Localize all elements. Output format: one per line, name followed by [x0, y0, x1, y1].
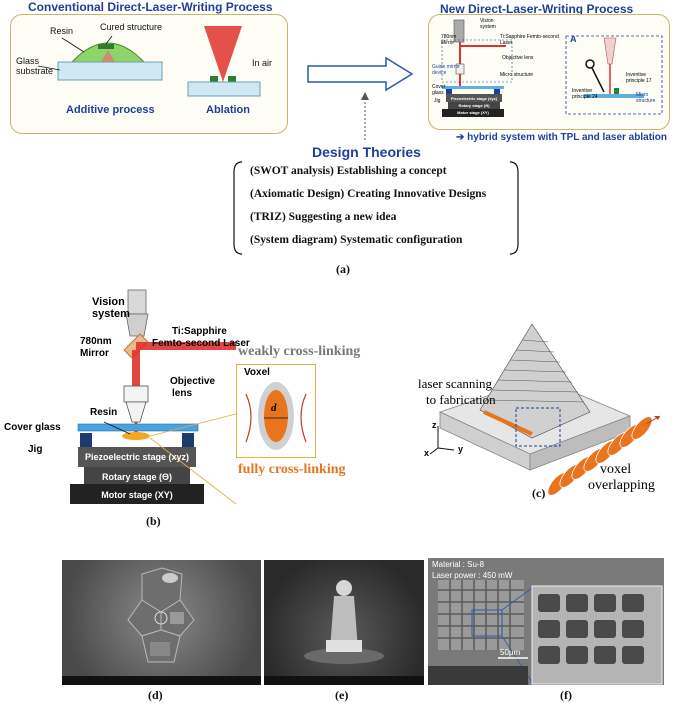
mirror-label-1: 780nm — [80, 336, 112, 347]
sem-d-drawing — [62, 567, 261, 685]
voxel-d-label: d — [271, 402, 277, 414]
laser-beam-vertical — [132, 350, 140, 386]
voxel-drawing — [245, 382, 307, 450]
new-process-title: New Direct-Laser-Writing Process — [440, 2, 634, 16]
mini-rotary-label: Rotary stage (Θ) — [458, 103, 490, 108]
theory-connector — [361, 92, 369, 140]
mini-motor-label: Motor stage (XY) — [457, 110, 489, 115]
conventional-process-diagram — [37, 26, 261, 97]
laser-label-1: Ti:Sapphire — [172, 326, 227, 337]
motor-label: Motor stage (XY) — [101, 490, 173, 500]
cover-glass — [77, 423, 199, 432]
caption-c: (c) — [532, 486, 546, 500]
sem-image-f — [428, 558, 664, 685]
voxel-label: Voxel — [244, 367, 270, 378]
glass-label-2: substrate — [16, 66, 54, 76]
objective-label-1: Objective — [170, 376, 216, 387]
voxel-overlap-label-1: voxel — [600, 462, 632, 477]
caption-e: (e) — [335, 688, 349, 702]
resin-label: Resin — [50, 26, 74, 36]
voxel-overlap-label-2: overlapping — [588, 478, 655, 493]
objective-label-2: lens — [172, 388, 193, 399]
fully-crosslinking-label: fully cross-linking — [238, 462, 346, 477]
resin-drop — [122, 432, 150, 440]
axis-z-label: z — [432, 420, 437, 430]
laser-cone-ablation — [204, 26, 242, 82]
voxel-core — [264, 390, 288, 442]
mini-jig-label: Jig — [434, 98, 441, 104]
scan-line — [483, 410, 533, 436]
mirror-label-2: Mirror — [80, 348, 109, 359]
scan-label-2: to fabrication — [426, 392, 496, 407]
jig-right — [182, 433, 194, 447]
mini-inventive17-label: Inventive principle 17 — [626, 72, 652, 84]
caption-a: (a) — [336, 262, 350, 276]
laser-power-label: Laser power : 450 mW — [432, 571, 513, 580]
piezo-stage — [78, 447, 196, 467]
vision-label-2: system — [92, 308, 130, 320]
mini-micro-inset-label: Micro structure — [636, 92, 656, 104]
ablation-label: Ablation — [206, 104, 250, 116]
hybrid-note: ➔ hybrid system with TPL and laser ablat… — [456, 132, 668, 143]
axis-x-label: x — [424, 448, 430, 458]
scale-bar-label: 50μm — [500, 648, 521, 657]
glass-substrate — [57, 61, 163, 81]
mini-guide-label: Guide mirror device — [432, 64, 460, 76]
sem-image-e — [264, 560, 424, 685]
mini-mirror-label: 780nm Mirror — [441, 34, 457, 46]
mini-vision-label: Vision system — [480, 18, 496, 30]
additive-process-label: Additive process — [66, 104, 155, 116]
caption-d: (d) — [148, 688, 163, 702]
theory-triz: (TRIZ) Suggesting a new idea — [250, 211, 397, 223]
pyramid-diagram — [429, 323, 661, 496]
conventional-process-title: Conventional Direct-Laser-Writing Proces… — [28, 0, 273, 14]
design-theories-title: Design Theories — [312, 144, 421, 160]
glass-label-1: Glass — [16, 56, 40, 66]
piezo-label: Piezoelectric stage (xyz) — [84, 452, 190, 462]
sem-e-drawing — [264, 580, 424, 685]
mini-piezo-label: Piezoelectric stage (xyz) — [450, 96, 498, 101]
theory-system-diagram: (System diagram) Systematic configuratio… — [250, 234, 463, 246]
cured-structure-label: Cured structure — [100, 22, 163, 32]
mini-inventive24-label: Inventive principle 24 — [572, 88, 598, 100]
jig-label: Jig — [28, 444, 43, 455]
theory-axiomatic: (Axiomatic Design) Creating Innovative D… — [250, 188, 487, 200]
laser-label-2: Femto-second Laser — [152, 338, 250, 349]
mini-objective-label: Objective lens — [502, 55, 534, 61]
rotary-stage — [84, 467, 190, 484]
caption-f: (f) — [560, 688, 572, 702]
motor-stage — [70, 484, 204, 504]
voxel-chain — [547, 416, 653, 496]
objective-lens — [123, 385, 149, 403]
material-label: Material : Su-8 — [432, 560, 485, 569]
caption-b: (b) — [146, 514, 161, 528]
axis-y-label: y — [458, 444, 464, 454]
system-diagram — [70, 289, 237, 505]
new-process-diagram — [441, 19, 663, 117]
vision-label-1: Vision — [92, 296, 125, 308]
laser-beam-horizontal — [136, 342, 236, 350]
process-arrow — [307, 56, 414, 92]
cured-structure — [98, 44, 114, 49]
mini-laser-label: Ti:Sapphire Femto-second Laser — [500, 34, 559, 46]
rotary-label: Rotary stage (Θ) — [101, 472, 172, 482]
mini-cover-label: Cover glass — [432, 84, 446, 96]
mini-micro-label: Micro structure — [500, 72, 534, 78]
scan-label-1: laser scanning — [418, 376, 493, 391]
theory-braces — [233, 161, 519, 255]
theory-swot: (SWOT analysis) Establishing a concept — [250, 165, 447, 177]
mini-inset-label: A — [570, 34, 577, 44]
weakly-crosslinking-label: weakly cross-linking — [238, 344, 361, 359]
sem-f-drawing — [428, 580, 663, 685]
jig-left — [80, 433, 92, 447]
cover-glass-label: Cover glass — [4, 422, 61, 433]
sem-image-d — [62, 560, 261, 685]
ablation-substrate — [187, 81, 261, 97]
vision-system-body — [127, 289, 147, 315]
resin-label-b: Resin — [90, 407, 118, 418]
in-air-label: In air — [252, 58, 273, 68]
